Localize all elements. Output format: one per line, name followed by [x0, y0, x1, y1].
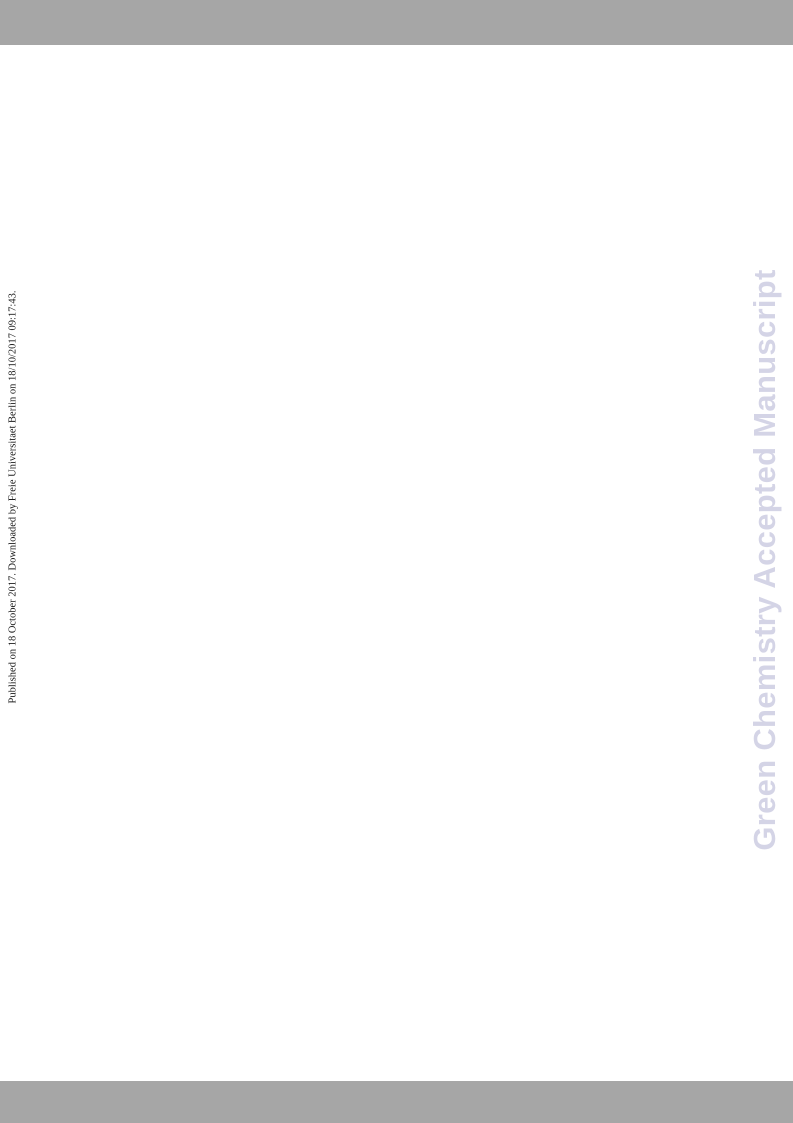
accepted-manuscript-watermark: Green Chemistry Accepted Manuscript — [747, 269, 782, 851]
header-bar — [0, 0, 793, 45]
footer-bar — [0, 1081, 793, 1123]
publication-note: Published on 18 October 2017. Downloaded… — [7, 290, 19, 704]
